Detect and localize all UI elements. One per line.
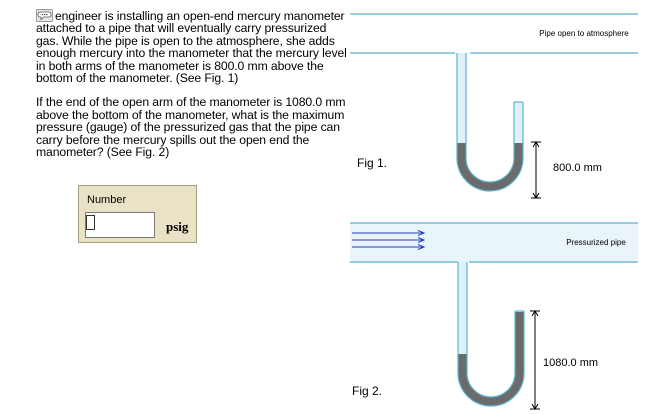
question-paragraph-1-text: engineer is installing an open-end mercu… xyxy=(36,9,347,86)
flow-arrow-1-head xyxy=(417,230,426,236)
fig2-flow-arrows xyxy=(352,230,426,250)
question-paragraph-2: If the end of the open arm of the manome… xyxy=(36,95,346,160)
question-text: engineer is installing an open-end mercu… xyxy=(36,9,348,158)
fig1-dim-arrow-bottom xyxy=(532,192,540,199)
fig1-tube-inner xyxy=(465,53,515,183)
flow-arrow-3-head xyxy=(417,244,426,250)
chat-bubble-icon[interactable] xyxy=(36,9,53,22)
question-paragraph-1: engineer is installing an open-end mercu… xyxy=(36,9,348,84)
answer-unit: psig xyxy=(166,219,189,234)
fig2-dim-arrow-bottom xyxy=(531,403,539,410)
fig2-diagram: Pressurized pipe 1080.0 mm Fig 2. xyxy=(350,222,638,410)
fig2-tube-inner xyxy=(466,262,516,398)
answer-input[interactable] xyxy=(85,212,155,238)
fig1-mercury xyxy=(457,143,523,191)
fig1-caption: Fig 1. xyxy=(357,156,387,170)
fig1-diagram: Pipe open to atmosphere 800.0 mm Fig 1. xyxy=(350,13,638,199)
fig2-caption: Fig 2. xyxy=(352,384,382,398)
fig2-dim-arrow-top xyxy=(531,310,539,317)
fig2-dimension-label: 1080.0 mm xyxy=(543,357,598,369)
answer-box: Number psig xyxy=(78,185,197,243)
flow-arrow-2-head xyxy=(417,237,426,243)
fig1-pipe-label: Pipe open to atmosphere xyxy=(539,29,629,38)
fig1-dimension-label: 800.0 mm xyxy=(553,162,602,174)
answer-label: Number xyxy=(87,194,127,206)
fig2-pipe-fill xyxy=(350,223,638,262)
fig2-mercury xyxy=(458,312,524,406)
fig2-pipe-label: Pressurized pipe xyxy=(566,238,626,247)
fig1-tube-outer xyxy=(456,53,524,192)
fig1-dim-arrow-top xyxy=(532,141,540,148)
fig2-tube-outer xyxy=(457,262,525,407)
